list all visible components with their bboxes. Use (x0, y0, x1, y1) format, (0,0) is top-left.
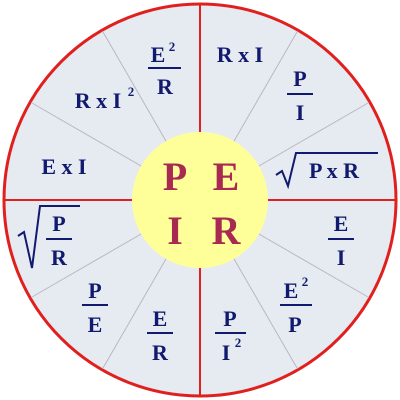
formula-numerator: P (52, 211, 65, 236)
radical-sign (275, 152, 378, 190)
formula-numerator: P (88, 278, 101, 303)
formula-voltage-p-over-i: P I (287, 66, 313, 125)
formula-exponent: 2 (235, 335, 242, 350)
formula-power-r-times-i-squared: R x I 2 (75, 84, 134, 113)
formula-voltage-sqrt-p-times-r: P x R (275, 152, 378, 190)
center-letter-current: I (167, 208, 183, 253)
formula-denominator: I (337, 245, 346, 270)
wedge-divider (258, 233, 370, 298)
wedge-divider (233, 258, 298, 370)
formula-numerator: P (223, 306, 236, 331)
radical-sign (17, 205, 80, 269)
formula-text: E x I (41, 154, 86, 179)
formula-current-p-over-e: P E (82, 278, 108, 337)
formula-numerator: E (151, 42, 166, 67)
formula-power-e-times-i: E x I (41, 154, 86, 179)
formula-text: R x I (75, 88, 121, 113)
formula-exponent: 2 (128, 84, 135, 99)
formula-voltage-r-times-i: R x I (217, 42, 263, 67)
formula-denominator: P (288, 312, 301, 337)
formula-current-sqrt-p-over-r: P R (17, 205, 80, 270)
formula-exponent: 2 (302, 274, 309, 289)
formula-resistance-e-over-i: E I (328, 211, 354, 270)
formula-exponent: 2 (169, 39, 176, 54)
formula-denominator: I (296, 100, 305, 125)
wedge-divider (30, 102, 142, 167)
formula-power-e-squared-over-r: E 2 R (148, 39, 181, 99)
formula-numerator: P (293, 66, 306, 91)
wedge-dividers (30, 30, 370, 370)
wedge-divider (233, 30, 298, 142)
formula-numerator: E (153, 306, 168, 331)
wedge-divider (30, 233, 142, 298)
formula-text: R x I (217, 42, 263, 67)
wedge-divider (258, 102, 370, 167)
formula-text: P x R (309, 158, 360, 183)
center-letter-voltage: E (213, 154, 240, 199)
center-circle (132, 132, 268, 268)
formula-numerator: E (284, 278, 299, 303)
formula-denominator: I (222, 340, 231, 365)
formula-resistance-p-over-i-squared: P I 2 (215, 306, 246, 365)
formula-denominator: R (152, 340, 169, 365)
center-letter-resistance: R (212, 208, 242, 253)
formula-denominator: R (51, 245, 68, 270)
center-letter-power: P (163, 154, 187, 199)
wedge-divider (102, 30, 167, 142)
formula-current-e-over-r: E R (147, 306, 173, 365)
formula-numerator: E (334, 211, 349, 236)
formula-denominator: R (157, 74, 174, 99)
formula-resistance-e-squared-over-p: E 2 P (280, 274, 312, 337)
wedge-divider (102, 258, 167, 370)
formula-denominator: E (88, 312, 103, 337)
